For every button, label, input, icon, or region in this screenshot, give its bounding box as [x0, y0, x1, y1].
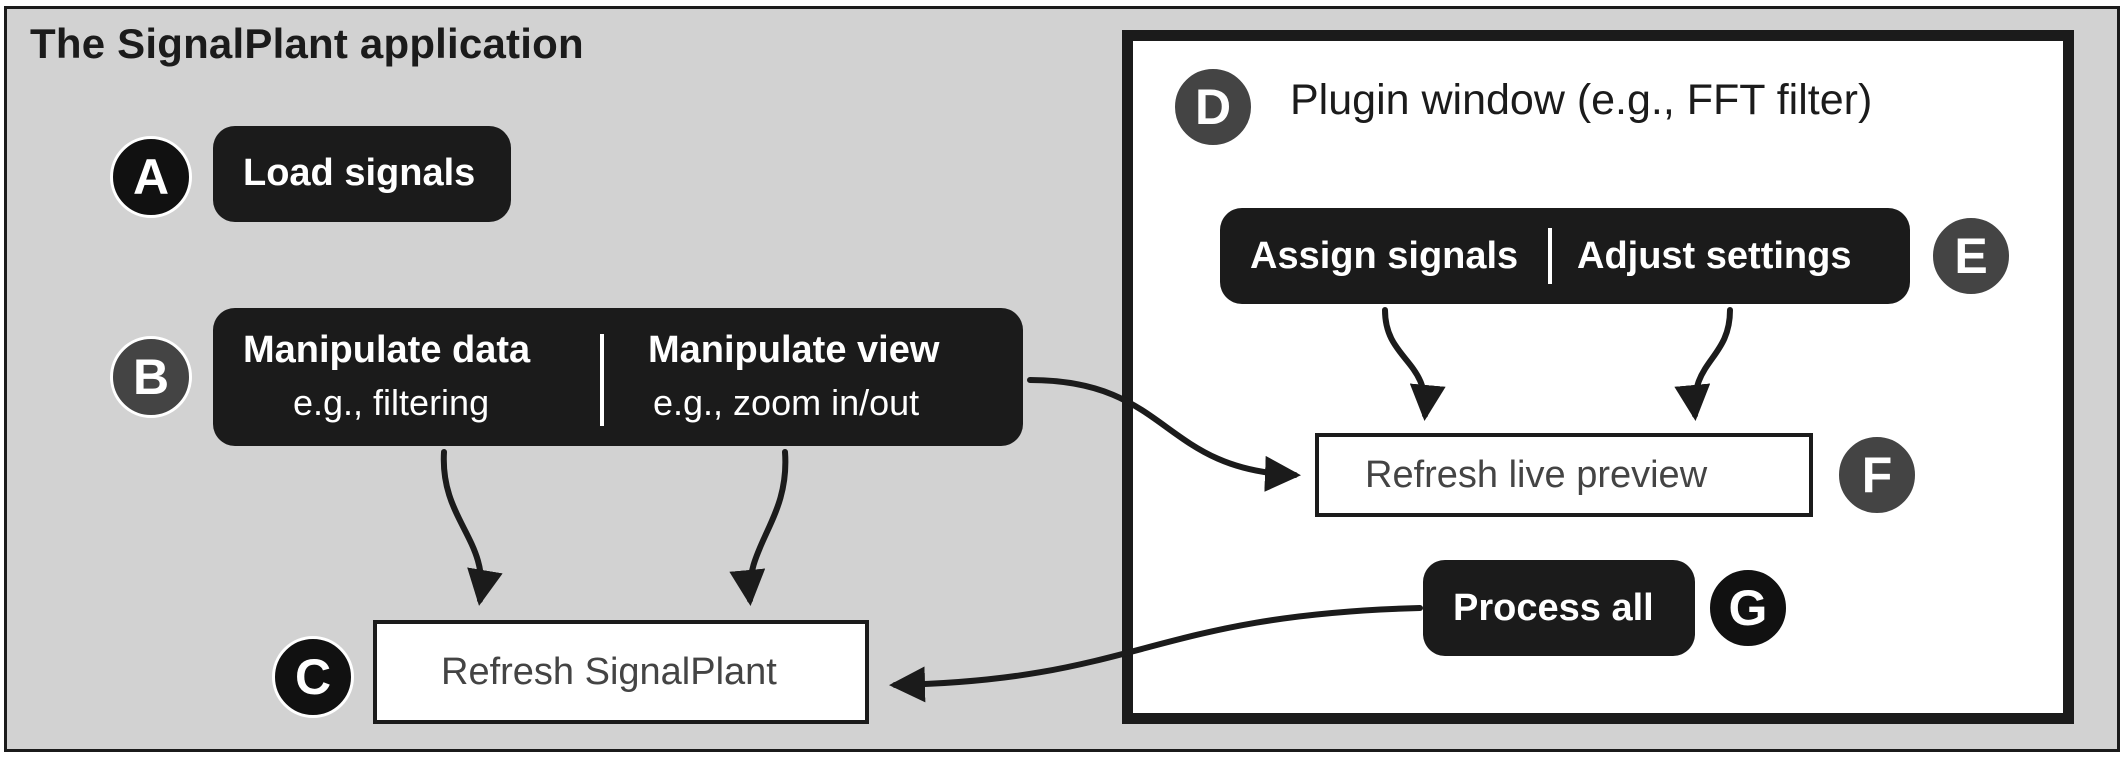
badge-g: G [1707, 567, 1789, 649]
arrow-data-to-refresh-signalplant [440, 449, 503, 606]
app-title: The SignalPlant application [30, 20, 584, 67]
arrow-view-to-live-preview [1027, 377, 1301, 492]
manipulate-data-title: Manipulate data [243, 329, 531, 371]
load-signals-step: Load signals [213, 126, 511, 222]
manipulate-divider [600, 334, 604, 426]
process-all-step: Process all [1423, 560, 1695, 656]
refresh-signalplant-label: Refresh SignalPlant [441, 651, 777, 693]
refresh-signalplant-step: Refresh SignalPlant [373, 620, 869, 724]
badge-e: E [1930, 215, 2012, 297]
badge-c: C [272, 636, 354, 718]
assign-adjust-step: Assign signals Adjust settings [1220, 208, 1910, 304]
arrow-process-all-to-refresh-signalplant [889, 605, 1423, 703]
adjust-settings-label: Adjust settings [1577, 235, 1852, 277]
refresh-live-preview-label: Refresh live preview [1365, 454, 1708, 496]
badge-f: F [1836, 434, 1918, 516]
plugin-window-title: Plugin window (e.g., FFT filter) [1290, 76, 1873, 124]
refresh-live-preview-step: Refresh live preview [1315, 433, 1813, 517]
arrow-view-to-refresh-signalplant [729, 449, 789, 606]
arrow-adjust-to-live-preview [1674, 307, 1733, 421]
load-signals-label: Load signals [243, 152, 476, 194]
manipulate-view-example: e.g., zoom in/out [653, 382, 920, 423]
arrow-assign-to-live-preview [1382, 307, 1446, 421]
manipulate-view-title: Manipulate view [648, 329, 940, 371]
manipulate-data-example: e.g., filtering [293, 382, 490, 423]
assign-adjust-divider [1548, 228, 1552, 284]
badge-b: B [110, 336, 192, 418]
badge-d: D [1172, 66, 1254, 148]
assign-signals-label: Assign signals [1250, 235, 1519, 277]
process-all-label: Process all [1453, 587, 1654, 629]
badge-a: A [110, 136, 192, 218]
manipulate-step: Manipulate data e.g., filtering Manipula… [213, 308, 1023, 446]
